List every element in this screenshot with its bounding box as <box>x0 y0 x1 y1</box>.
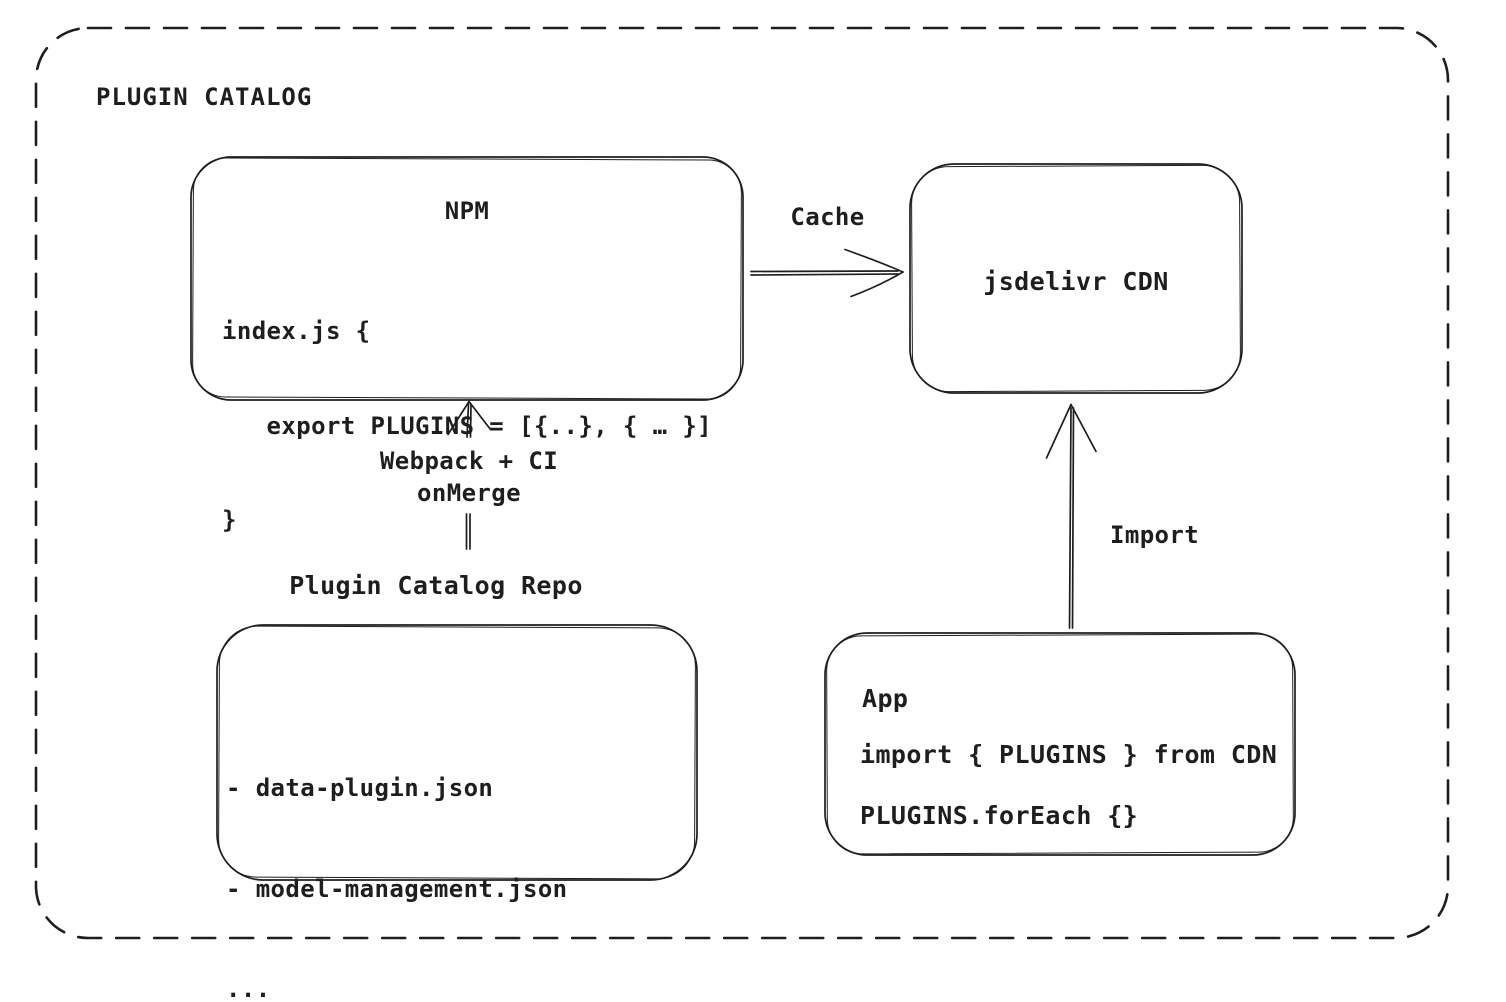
repo-file-item: - model-management.json <box>226 874 568 903</box>
app-box-outline-sketch <box>826 633 1294 855</box>
repo-file-list: - data-plugin.json - model-management.js… <box>226 705 568 1002</box>
app-code-line: import { PLUGINS } from CDN <box>860 740 1278 769</box>
import-arrow-head-left <box>1045 403 1072 459</box>
npm-box <box>190 156 744 401</box>
cache-arrow-line <box>750 270 899 273</box>
repo-box-outline <box>216 624 698 881</box>
import-edge-label: Import <box>1110 521 1200 549</box>
repo-box-outline-sketch <box>218 625 696 880</box>
build-arrow-stem <box>466 403 470 438</box>
cache-arrow-head-lower <box>850 271 904 298</box>
cdn-box-outline <box>909 163 1243 394</box>
npm-box-outline-sketch <box>192 157 742 400</box>
cdn-box-outline-sketch <box>911 164 1241 393</box>
npm-code-block: index.js { export PLUGINS = [{..}, { … }… <box>222 253 712 600</box>
import-arrow-head-right <box>1070 403 1097 453</box>
build-arrow <box>447 400 492 438</box>
import-arrow-line <box>1068 407 1072 629</box>
cdn-box <box>909 163 1243 394</box>
build-edge-label-line1: Webpack + CI <box>379 447 559 475</box>
build-arrow-stem-sketch <box>469 403 472 438</box>
import-arrow <box>1045 403 1097 629</box>
build-connector <box>465 513 471 550</box>
app-code-line: PLUGINS.forEach {} <box>860 801 1139 830</box>
cache-arrow-head-upper <box>844 248 904 273</box>
build-arrow-head-right <box>468 400 492 431</box>
build-edge-label-line2: onMerge <box>417 479 521 507</box>
app-box-outline <box>824 632 1296 856</box>
repo-box <box>216 624 698 881</box>
npm-code-line: export PLUGINS = [{..}, { … }] <box>222 411 713 440</box>
cdn-node-label: jsdelivr CDN <box>983 267 1169 296</box>
repo-file-item: ... <box>226 975 271 1002</box>
build-arrow-head-left <box>447 400 470 436</box>
npm-box-outline <box>190 156 744 401</box>
cache-arrow-line-sketch <box>750 273 899 276</box>
catalog-boundary-border <box>34 26 1450 940</box>
cache-edge-label: Cache <box>790 203 865 231</box>
app-node-title: App <box>862 684 909 713</box>
repo-node-caption: Plugin Catalog Repo <box>289 571 583 600</box>
npm-node-title: NPM <box>444 197 490 225</box>
diagram-title: PLUGIN CATALOG <box>96 83 313 111</box>
cache-arrow <box>750 248 904 298</box>
app-box <box>824 632 1296 856</box>
npm-code-line: } <box>222 506 237 534</box>
import-arrow-line-sketch <box>1071 407 1075 629</box>
npm-code-line: index.js { <box>222 317 371 345</box>
repo-file-item: - data-plugin.json <box>226 774 494 802</box>
